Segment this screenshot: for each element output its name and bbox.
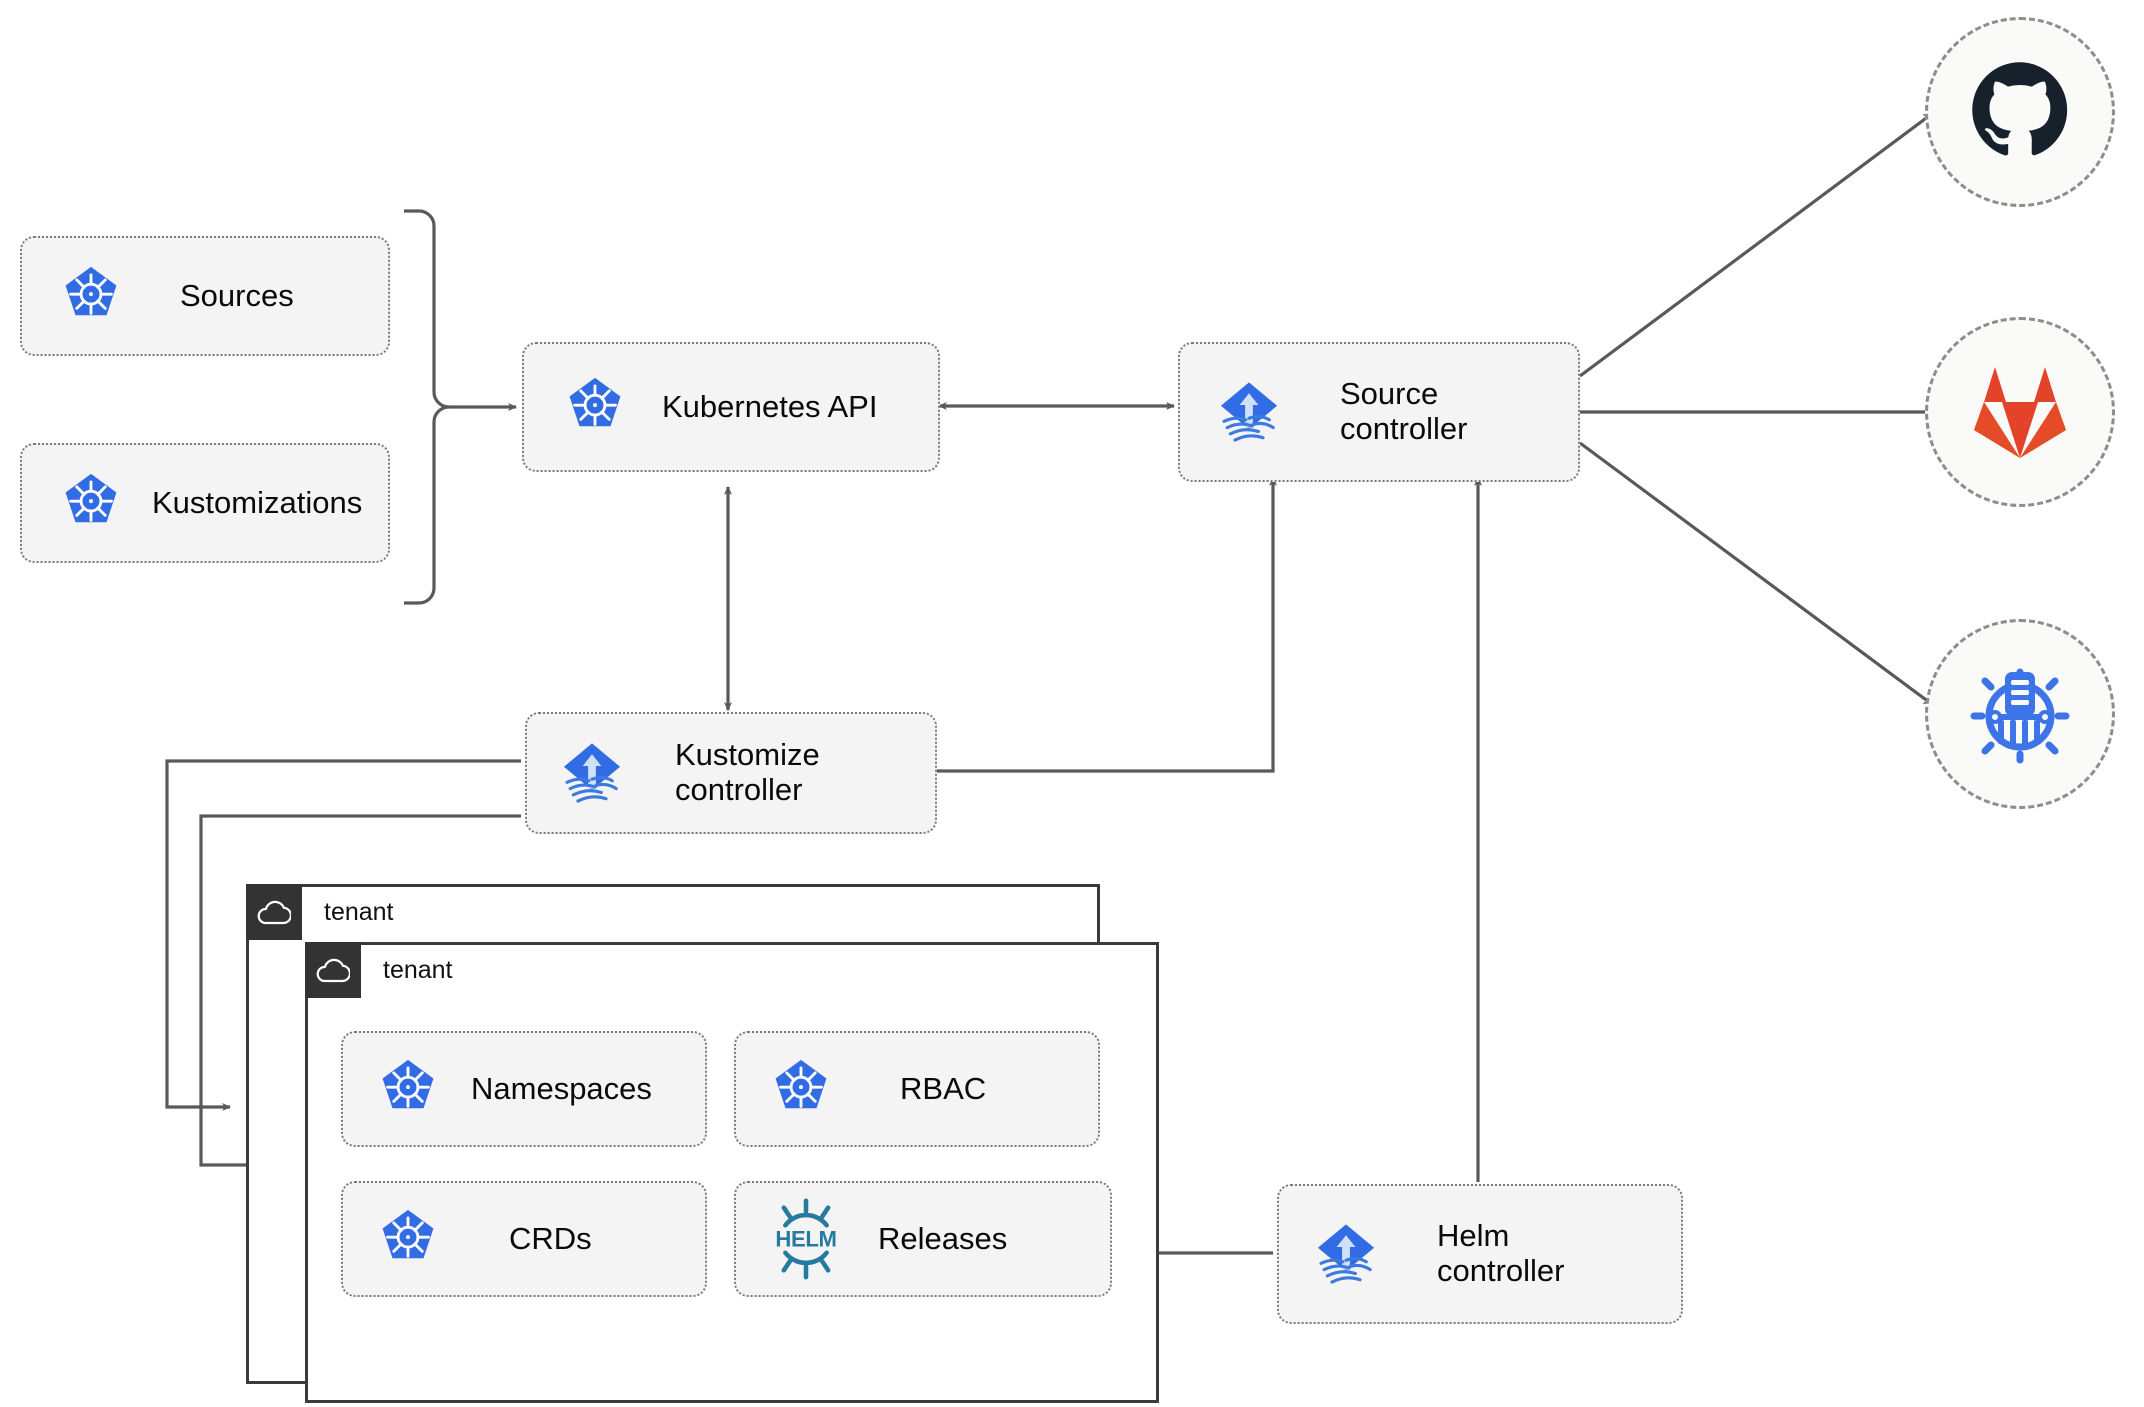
- node-label: CRDs: [509, 1220, 592, 1256]
- helm-icon: HELM: [764, 1198, 848, 1280]
- node-kustomize-controller[interactable]: Kustomize controller: [525, 712, 937, 834]
- edge-source-registry: [1579, 441, 1935, 707]
- edge-kustomize-tenant-outer: [165, 759, 521, 1112]
- provider-github[interactable]: [1925, 17, 2115, 207]
- tenant-container-inner: [305, 942, 1159, 1403]
- node-label: Kustomize controller: [675, 737, 820, 807]
- kubernetes-icon: [60, 472, 122, 534]
- kubernetes-icon: [377, 1208, 439, 1270]
- node-source-controller[interactable]: Source controller: [1178, 342, 1580, 482]
- node-label: Source controller: [1340, 376, 1468, 446]
- node-sources[interactable]: Sources: [20, 236, 390, 356]
- node-kustomizations[interactable]: Kustomizations: [20, 443, 390, 563]
- helm-repository-icon: [1964, 656, 2076, 773]
- tenant-header-outer: tenant: [246, 884, 394, 940]
- tenant-header-inner: tenant: [305, 942, 453, 998]
- node-helm-controller[interactable]: Helm controller: [1277, 1184, 1683, 1324]
- node-kubernetes-api[interactable]: Kubernetes API: [522, 342, 940, 472]
- provider-gitlab[interactable]: [1925, 317, 2115, 507]
- svg-text:HELM: HELM: [775, 1227, 836, 1252]
- cloud-icon: [305, 942, 361, 998]
- node-label: Sources: [180, 277, 294, 313]
- tenant-label-outer: tenant: [324, 897, 394, 926]
- cloud-icon: [246, 884, 302, 940]
- tenant-label-inner: tenant: [383, 955, 453, 984]
- gitlab-icon: [1966, 358, 2074, 467]
- flux-icon: [553, 738, 631, 808]
- kubernetes-icon: [770, 1058, 832, 1120]
- github-icon: [1968, 58, 2072, 167]
- flux-icon: [1210, 377, 1288, 447]
- node-label: Namespaces: [471, 1070, 652, 1106]
- kubernetes-icon: [564, 376, 626, 438]
- flux-icon: [1307, 1219, 1385, 1289]
- provider-helm-repository[interactable]: [1925, 619, 2115, 809]
- node-label: Kustomizations: [152, 484, 363, 520]
- node-label: Releases: [878, 1220, 1008, 1256]
- node-rbac[interactable]: RBAC: [734, 1031, 1100, 1147]
- kubernetes-icon: [377, 1058, 439, 1120]
- node-releases[interactable]: HELM Releases: [734, 1181, 1112, 1297]
- node-label: Helm controller: [1437, 1218, 1565, 1288]
- node-label: Kubernetes API: [662, 388, 878, 424]
- edge-source-github: [1579, 111, 1935, 378]
- node-namespaces[interactable]: Namespaces: [341, 1031, 707, 1147]
- node-label: RBAC: [900, 1070, 987, 1106]
- edge-kustomize-source: [936, 476, 1278, 773]
- edge-bracket-sources: [404, 209, 450, 605]
- kubernetes-icon: [60, 265, 122, 327]
- node-crds[interactable]: CRDs: [341, 1181, 707, 1297]
